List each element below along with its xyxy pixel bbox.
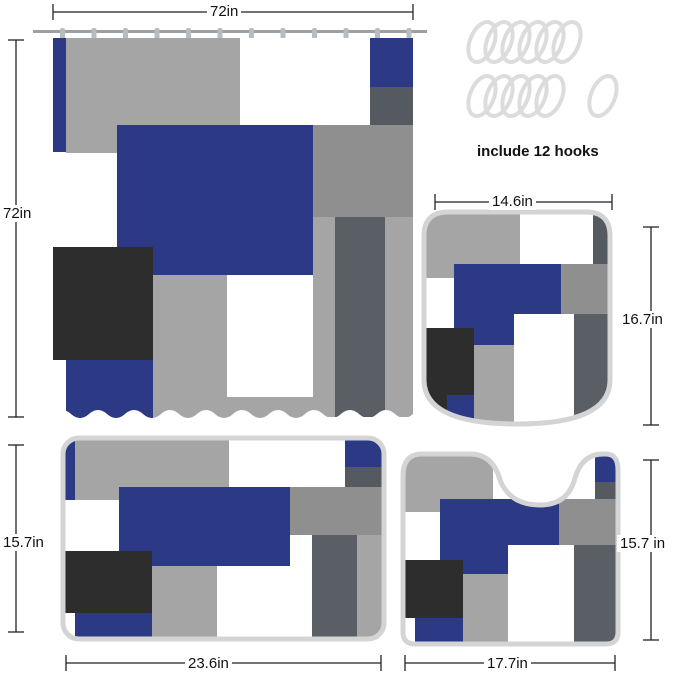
curtain-ring	[186, 28, 191, 40]
curtain-ring	[406, 28, 412, 40]
bath-mat	[63, 438, 384, 639]
hook-icon	[517, 74, 549, 118]
bath-mat-width-label: 23.6in	[185, 655, 232, 672]
shower-curtain	[53, 38, 413, 418]
lid-cover-height-label: 16.7in	[619, 311, 666, 328]
curtain-rod	[33, 30, 427, 33]
hook-icon	[500, 20, 532, 64]
curtain-ring	[217, 28, 223, 40]
curtain-ring	[123, 28, 128, 40]
curtain-ring	[375, 28, 380, 40]
hook-icon	[587, 74, 619, 118]
hooks-illustration	[466, 20, 619, 118]
hook-icon	[483, 74, 515, 118]
curtain-ring	[154, 28, 160, 40]
curtain-height-label: 72in	[0, 205, 35, 222]
hook-icon	[517, 20, 549, 64]
curtain-ring	[249, 28, 254, 40]
hook-icon	[466, 74, 498, 118]
hook-icon	[483, 20, 515, 64]
lid-cover	[424, 212, 610, 424]
curtain-ring	[91, 28, 97, 40]
contour-mat-height-label: 15.7 in	[617, 535, 669, 552]
hook-icon	[534, 74, 566, 118]
contour-mat-width-label: 17.7in	[484, 655, 531, 672]
hooks-caption: include 12 hooks	[477, 143, 599, 160]
hook-icon	[466, 20, 498, 64]
contour-mat	[403, 454, 618, 644]
curtain-width-label: 72in	[207, 3, 242, 20]
curtain-ring	[312, 28, 317, 40]
hook-icon	[500, 74, 532, 118]
bath-mat-height-label: 15.7in	[0, 534, 47, 551]
lid-cover-width-label: 14.6in	[489, 193, 536, 210]
curtain-ring	[343, 28, 349, 40]
curtain-rings	[60, 28, 412, 40]
curtain-ring	[60, 28, 65, 40]
curtain-ring	[280, 28, 286, 40]
hook-icon	[534, 20, 566, 64]
hook-icon	[551, 20, 583, 64]
